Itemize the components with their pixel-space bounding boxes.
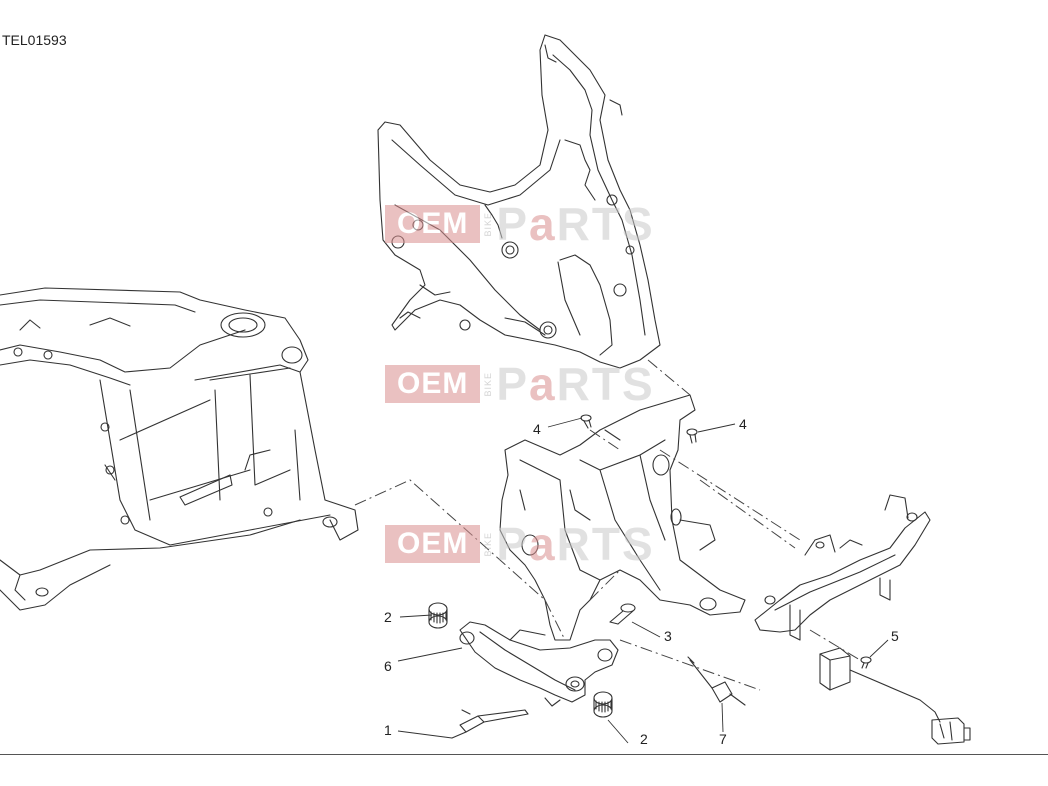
lower-bracket [459, 621, 619, 707]
callout-6: 6 [384, 658, 392, 674]
callout-4-right: 4 [739, 416, 747, 432]
frame [0, 287, 359, 611]
grommet-lower [593, 691, 613, 718]
grommet-upper [428, 602, 448, 629]
watermark: OEM BIKE PaRTS [385, 518, 655, 570]
watermark-bike: BIKE [483, 371, 494, 397]
watermark-parts: PaRTS [496, 358, 655, 410]
screw-4-right [686, 428, 698, 444]
cable-tie-7 [687, 656, 746, 706]
watermark-bike: BIKE [483, 531, 494, 557]
watermark: OEM BIKE PaRTS [385, 358, 655, 410]
screw-4-left [580, 414, 592, 429]
callout-3: 3 [664, 628, 672, 644]
watermark-bike: BIKE [483, 211, 494, 237]
watermark-parts: PaRTS [496, 518, 655, 570]
callout-4-left: 4 [533, 421, 541, 437]
watermark-oem: OEM [385, 525, 481, 563]
watermark-oem: OEM [385, 365, 481, 403]
drawing-code: TEL01593 [2, 32, 67, 48]
electrical-support [754, 494, 931, 641]
assembly-lines [354, 359, 861, 691]
leader-lines [397, 417, 889, 744]
watermark-oem: OEM [385, 205, 481, 243]
connector-module [819, 647, 971, 745]
central-stay [499, 394, 746, 641]
callout-2-lower: 2 [640, 731, 648, 747]
callout-5: 5 [891, 628, 899, 644]
watermark: OEM BIKE PaRTS [385, 198, 655, 250]
callout-2-upper: 2 [384, 609, 392, 625]
screw-3 [609, 603, 636, 625]
cable-tie-1 [451, 709, 529, 739]
screw-5 [860, 656, 872, 669]
watermark-parts: PaRTS [496, 198, 655, 250]
callout-1: 1 [384, 722, 392, 738]
callout-7: 7 [719, 731, 727, 747]
bottom-rule [0, 754, 1048, 755]
